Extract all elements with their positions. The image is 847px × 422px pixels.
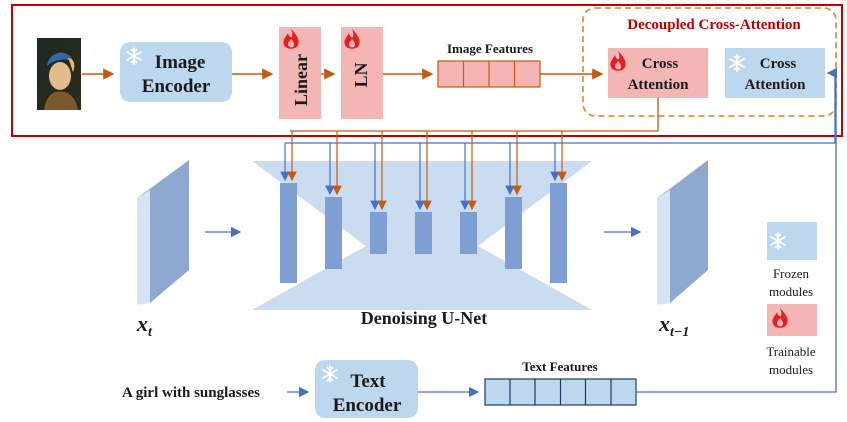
cross-attention-trainable-label-2: Attention	[628, 77, 689, 93]
cross-attention-frozen-label-1: Cross	[760, 56, 797, 72]
image-features-label: Image Features	[447, 41, 533, 56]
unet-layer-2	[325, 197, 342, 269]
xt-label: xt	[136, 311, 153, 340]
text-encoder-label-1: Text	[350, 371, 386, 392]
ln-label: LN	[351, 62, 371, 87]
text-prompt: A girl with sunglasses	[122, 385, 260, 401]
input-image-portrait	[37, 38, 81, 110]
linear-label: Linear	[291, 54, 311, 106]
arrow-text-features-to-cross-attention	[636, 67, 838, 393]
image-features-block: Image Features	[437, 41, 541, 88]
unet-layer-5	[460, 212, 477, 254]
unet-layers	[280, 183, 567, 283]
legend-frozen-label-2: modules	[769, 284, 813, 299]
text-features-block: Text Features	[484, 359, 637, 406]
unet-cross-attention-arrows	[280, 131, 567, 211]
decoupled-title: Decoupled Cross-Attention	[627, 17, 801, 33]
legend-trainable-label-1: Trainable	[766, 344, 816, 359]
linear-block: Linear	[279, 27, 321, 119]
image-encoder-label-1: Image	[155, 52, 206, 73]
orange-bus-line	[290, 98, 659, 132]
ln-block: LN	[341, 27, 383, 119]
xt1-latent	[657, 160, 708, 305]
xt-latent	[137, 160, 189, 305]
unet-layer-1	[280, 183, 297, 283]
legend-frozen-swatch	[767, 222, 817, 260]
text-encoder-block: Text Encoder	[315, 360, 418, 418]
legend: Frozen modules Trainable modules	[766, 222, 817, 377]
cross-attention-frozen: Cross Attention	[725, 48, 825, 98]
cross-attention-trainable-label-1: Cross	[642, 56, 679, 72]
snowflake-icon	[257, 172, 273, 190]
image-encoder-block: Image Encoder	[120, 42, 232, 102]
unet-layer-3	[370, 212, 387, 254]
unet-layer-7	[550, 183, 567, 283]
unet-layer-4	[415, 212, 432, 254]
unet-layer-6	[505, 197, 522, 269]
text-features-label: Text Features	[522, 359, 597, 374]
xt1-label: xt−1	[658, 311, 689, 340]
text-encoder-label-2: Encoder	[333, 395, 402, 416]
legend-trainable-label-2: modules	[769, 362, 813, 377]
cross-attention-frozen-label-2: Attention	[745, 77, 806, 93]
image-encoder-label-2: Encoder	[142, 76, 211, 97]
cross-attention-trainable: Cross Attention	[608, 48, 708, 98]
legend-frozen-label-1: Frozen	[773, 266, 810, 281]
decoupled-cross-attention-box	[582, 7, 837, 117]
unet-label: Denoising U-Net	[361, 308, 488, 328]
